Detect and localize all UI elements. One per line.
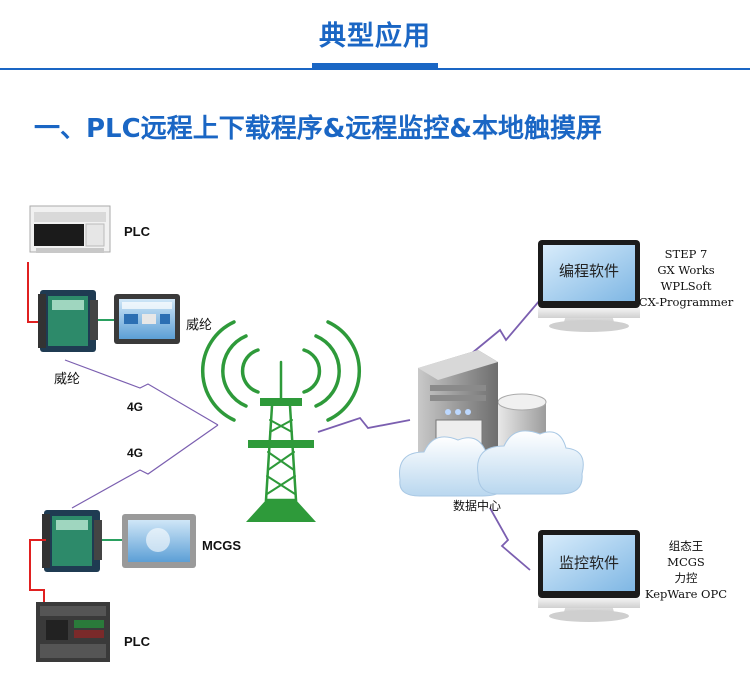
monitoring-screen-text: 监控软件: [559, 554, 619, 572]
software-item: WPLSoft: [660, 279, 712, 293]
dtu-top-label: 威纶: [54, 372, 81, 387]
plc-bottom-label: PLC: [124, 634, 150, 649]
page-header-title: 典型应用: [319, 21, 431, 52]
software-item: MCGS: [667, 555, 705, 569]
section-title: 一、PLC远程上下载程序&远程监控&本地触摸屏: [34, 114, 603, 144]
link-4g-bottom-label: 4G: [127, 446, 144, 460]
software-item: 组态王: [668, 539, 704, 553]
dtu-top-device: [38, 290, 98, 352]
data-center-server: [399, 350, 584, 497]
plc-bottom-device: [36, 602, 110, 662]
software-item: STEP 7: [664, 247, 708, 261]
software-item: KepWare OPC: [644, 587, 728, 601]
hmi-weinview-label: 威纶: [186, 318, 213, 333]
serial-cable-bottom: [29, 539, 46, 605]
plc-top-label: PLC: [124, 224, 150, 239]
plc-top-device: [29, 205, 111, 253]
link-4g-top-label: 4G: [127, 400, 144, 414]
link-tower-datacenter: [317, 416, 411, 433]
header-accent-bar: [312, 63, 438, 70]
data-center-label: 数据中心: [453, 499, 502, 513]
link-datacenter-monitoring: [489, 507, 531, 571]
monitoring-pc-monitor: [538, 530, 640, 622]
dtu-bottom-device: [42, 510, 102, 572]
programming-screen-text: 编程软件: [559, 262, 619, 280]
link-datacenter-programming: [465, 299, 541, 359]
link-4g-top: [64, 359, 219, 426]
software-item: GX Works: [657, 263, 715, 277]
link-4g-bottom: [71, 424, 219, 509]
hmi-weinview-device: [114, 294, 180, 344]
software-item: CX-Programmer: [638, 295, 734, 309]
programming-pc-monitor: [538, 240, 640, 332]
hmi-mcgs-device: [122, 514, 196, 568]
hmi-mcgs-label: MCGS: [202, 538, 241, 553]
monitoring-software-list: 组态王 MCGS 力控 KepWare OPC: [628, 538, 744, 602]
software-item: 力控: [674, 571, 698, 585]
programming-software-list: STEP 7 GX Works WPLSoft CX-Programmer: [628, 246, 744, 310]
signal-tower: [201, 320, 361, 522]
